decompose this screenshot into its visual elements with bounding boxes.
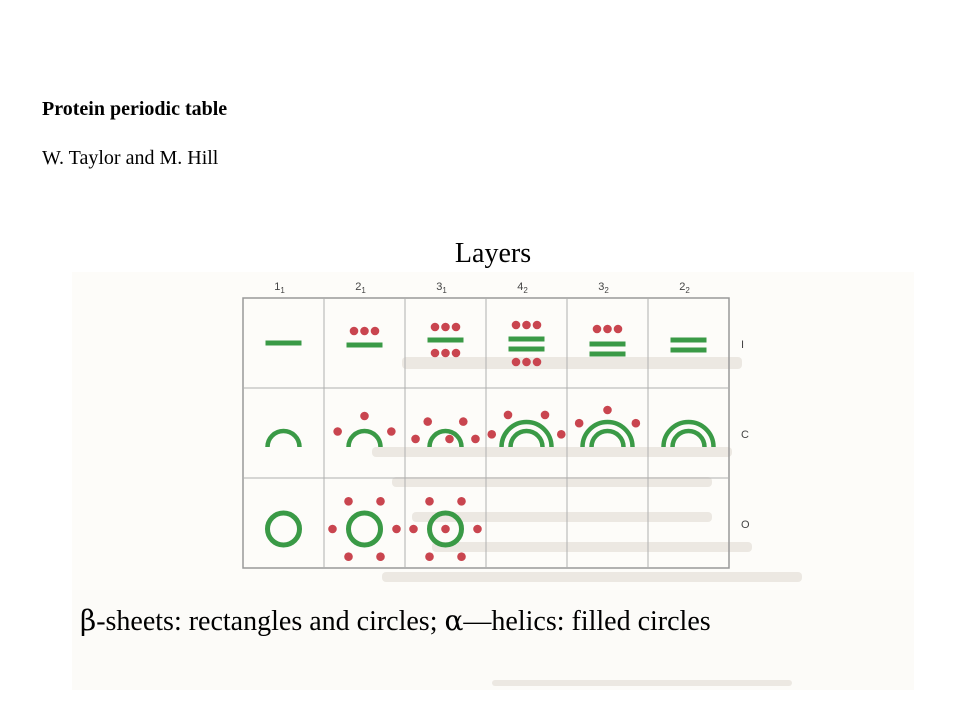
sheet-rectangle (265, 340, 302, 346)
helix-dot (376, 496, 385, 506)
axis-labels: 11 21 31 42 32 22I C O (274, 281, 750, 531)
helix-dot (349, 326, 359, 336)
helix-dot (522, 357, 531, 367)
helix-dot (333, 427, 342, 436)
helix-dot (522, 320, 531, 330)
sheet-rectangle (508, 346, 545, 352)
helix-dot (556, 430, 566, 439)
sheet-arc (661, 419, 716, 448)
column-label: 31 (436, 281, 447, 295)
helix-dot (631, 418, 641, 428)
beta-symbol: β (80, 604, 97, 637)
sheet-ring (265, 510, 302, 548)
helix-dot (387, 427, 396, 436)
helix-dot (425, 496, 434, 506)
helix-dot (328, 524, 337, 534)
helix-dot (344, 496, 353, 506)
helix-dot (430, 322, 440, 332)
helix-dot (532, 357, 542, 367)
helix-dot (430, 348, 440, 358)
helix-dot (511, 357, 521, 367)
alpha-symbol: α (444, 604, 464, 637)
helix-dot (540, 410, 550, 420)
helix-dot (376, 552, 385, 562)
sheet-rectangle (589, 351, 626, 357)
helix-dot (592, 324, 602, 334)
helix-dot (532, 320, 542, 330)
caption-part1: -sheets: rectangles and circles; (96, 606, 445, 637)
column-label: 21 (355, 281, 366, 295)
helix-dot (360, 411, 369, 421)
table-grid (242, 297, 730, 569)
helix-dot (503, 410, 513, 420)
sheet-rectangle (589, 341, 626, 347)
sheet-arc (499, 419, 554, 448)
helix-dot (451, 322, 461, 332)
helix-dot (451, 348, 461, 358)
scanned-figure-lower-background (72, 590, 914, 690)
faint-bleed-through-text (372, 357, 802, 686)
sheet-arc (670, 428, 707, 448)
table-symbols (265, 320, 716, 562)
helix-dot (411, 434, 420, 444)
helix-dot (457, 552, 466, 562)
helix-dot (441, 348, 450, 358)
caption-part2: —helics: filled circles (463, 606, 711, 637)
helix-dot (392, 524, 401, 534)
caption: β-sheets: rectangles and circles; α—heli… (80, 604, 711, 638)
sheet-ring (346, 510, 383, 548)
sheet-rectangle (670, 347, 707, 353)
helix-dot (487, 430, 497, 439)
helix-dot (423, 417, 433, 426)
column-label: 32 (598, 281, 609, 295)
sheet-ring (427, 510, 464, 548)
sheet-arc (580, 419, 635, 448)
helix-dot (445, 434, 454, 444)
sheet-arc (265, 428, 302, 448)
layers-heading: Layers (454, 238, 532, 269)
helix-dot (457, 496, 466, 506)
row-label: O (741, 519, 750, 531)
helix-dot (511, 320, 521, 330)
sheet-arc (427, 428, 464, 448)
helix-dot (603, 324, 612, 334)
helix-dot (425, 552, 434, 562)
helix-dot (441, 524, 450, 534)
column-label: 11 (274, 281, 285, 295)
sheet-arc (346, 428, 383, 448)
helix-dot (574, 418, 584, 428)
helix-dot (458, 417, 468, 426)
slide-authors: W. Taylor and M. Hill (42, 147, 219, 169)
helix-dot (344, 552, 353, 562)
helix-dot (370, 326, 380, 336)
helix-dot (603, 405, 612, 415)
sheet-rectangle (427, 337, 464, 343)
helix-dot (409, 524, 418, 534)
row-label: I (741, 339, 744, 351)
sheet-rectangle (346, 342, 383, 348)
helix-dot (473, 524, 482, 534)
slide-title: Protein periodic table (42, 98, 228, 120)
helix-dot (441, 322, 450, 332)
helix-dot (360, 326, 369, 336)
helix-dot (613, 324, 623, 334)
sheet-rectangle (508, 336, 545, 342)
column-label: 22 (679, 281, 690, 295)
sheet-arc (508, 428, 545, 448)
sheet-arc (589, 428, 626, 448)
row-label: C (741, 429, 749, 441)
column-label: 42 (517, 281, 528, 295)
helix-dot (471, 434, 480, 444)
sheet-rectangle (670, 337, 707, 343)
